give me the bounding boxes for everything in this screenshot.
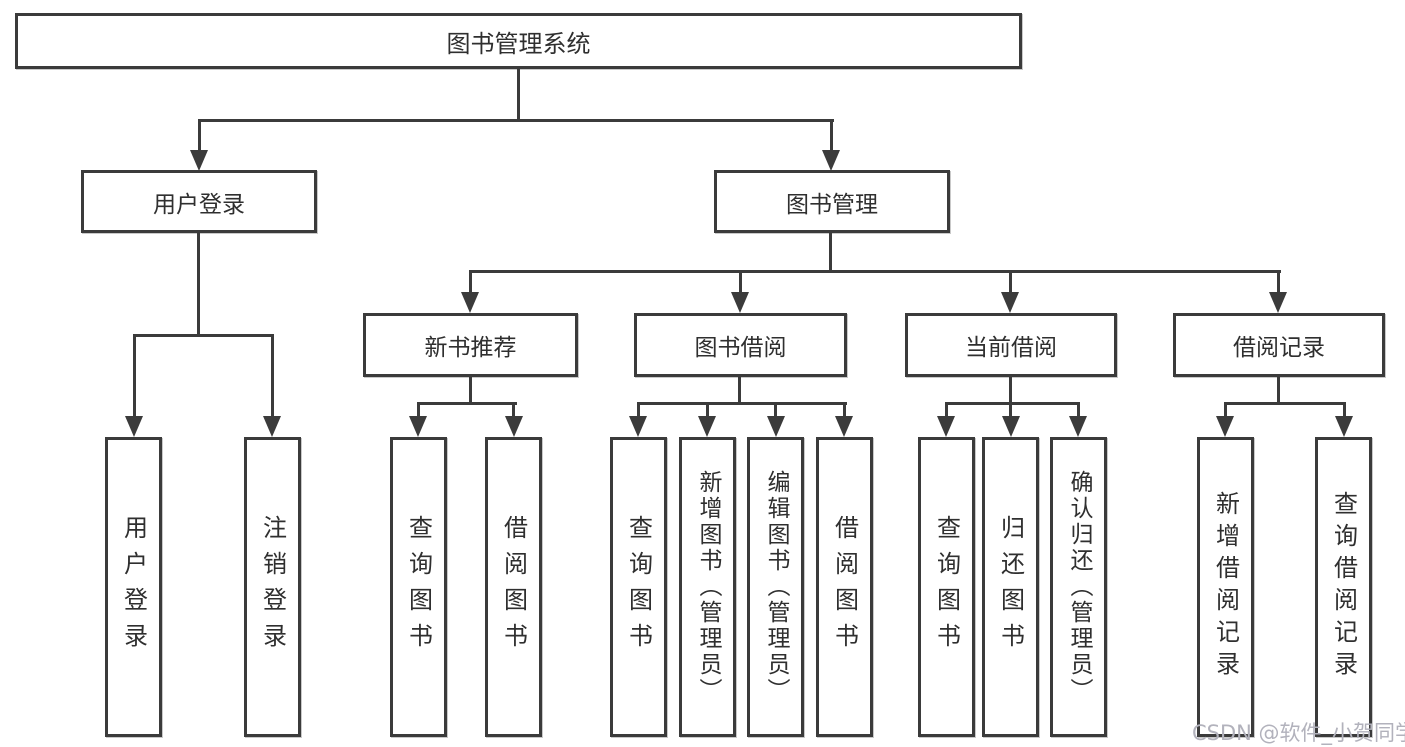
node-label: 借阅图书 bbox=[499, 515, 528, 659]
arrowhead-down-icon bbox=[698, 416, 716, 437]
connector-line bbox=[1277, 377, 1280, 404]
arrowhead-down-icon bbox=[1001, 292, 1019, 313]
node-label: 当前借阅 bbox=[965, 335, 1057, 361]
connector-line bbox=[512, 405, 515, 418]
node-label: 归还图书 bbox=[996, 515, 1025, 659]
connector-line bbox=[197, 233, 200, 337]
arrowhead-down-icon bbox=[731, 292, 749, 313]
connector-line bbox=[637, 402, 847, 405]
leaf-borrow-books-1: 借阅图书 bbox=[485, 437, 542, 737]
arrowhead-down-icon bbox=[1269, 292, 1287, 313]
arrowhead-down-icon bbox=[461, 292, 479, 313]
connector-line bbox=[198, 119, 834, 122]
connector-line bbox=[417, 405, 420, 418]
arrowhead-down-icon bbox=[822, 150, 840, 171]
node-borrowing-records: 借阅记录 bbox=[1173, 313, 1385, 377]
node-label: 图书管理系统 bbox=[446, 29, 591, 58]
connector-line bbox=[1009, 405, 1012, 418]
node-new-book-recommend: 新书推荐 bbox=[363, 313, 578, 377]
arrowhead-down-icon bbox=[409, 416, 427, 437]
connector-line bbox=[829, 233, 832, 273]
connector-line bbox=[774, 405, 777, 418]
arrowhead-down-icon bbox=[1002, 416, 1020, 437]
connector-line bbox=[637, 405, 640, 418]
arrowhead-down-icon bbox=[190, 150, 208, 171]
connector-line bbox=[469, 273, 472, 293]
node-book-management: 图书管理 bbox=[714, 170, 950, 233]
leaf-add-books-admin: 新增图书（管理员） bbox=[679, 437, 736, 737]
node-root-library-system: 图书管理系统 bbox=[15, 13, 1022, 69]
connector-line bbox=[469, 270, 1281, 273]
connector-line bbox=[706, 405, 709, 418]
node-label: 新增借阅记录 bbox=[1211, 491, 1240, 683]
arrowhead-down-icon bbox=[125, 416, 143, 437]
node-label: 编辑图书（管理员） bbox=[763, 470, 789, 704]
connector-line bbox=[843, 405, 846, 418]
leaf-query-books-3: 查询图书 bbox=[918, 437, 975, 737]
leaf-add-borrow-record: 新增借阅记录 bbox=[1197, 437, 1254, 737]
connector-line bbox=[1224, 402, 1346, 405]
connector-line bbox=[1343, 405, 1346, 418]
arrowhead-down-icon bbox=[505, 416, 523, 437]
node-label: 用户登录 bbox=[153, 191, 245, 218]
leaf-query-books-1: 查询图书 bbox=[390, 437, 447, 737]
connector-line bbox=[133, 337, 136, 417]
connector-line bbox=[517, 69, 520, 119]
node-label: 查询借阅记录 bbox=[1329, 491, 1358, 683]
node-book-borrowing: 图书借阅 bbox=[634, 313, 847, 377]
connector-line bbox=[271, 337, 274, 417]
connector-line bbox=[133, 334, 274, 337]
connector-line bbox=[1224, 405, 1227, 418]
arrowhead-down-icon bbox=[767, 416, 785, 437]
connector-line bbox=[198, 122, 201, 152]
node-label: 新书推荐 bbox=[424, 335, 517, 361]
node-label: 借阅图书 bbox=[830, 515, 859, 659]
connector-line bbox=[1009, 377, 1012, 404]
node-label: 注销登录 bbox=[258, 515, 287, 659]
node-label: 查询图书 bbox=[624, 515, 653, 659]
leaf-user-login: 用户登录 bbox=[105, 437, 162, 737]
node-label: 确认归还（管理员） bbox=[1066, 470, 1092, 704]
node-label: 借阅记录 bbox=[1233, 335, 1325, 361]
arrowhead-down-icon bbox=[1216, 416, 1234, 437]
connector-line bbox=[945, 405, 948, 418]
leaf-borrow-books-2: 借阅图书 bbox=[816, 437, 873, 737]
connector-line bbox=[1277, 273, 1280, 293]
connector-line bbox=[417, 402, 517, 405]
arrowhead-down-icon bbox=[629, 416, 647, 437]
arrowhead-down-icon bbox=[263, 416, 281, 437]
leaf-logout: 注销登录 bbox=[244, 437, 301, 737]
arrowhead-down-icon bbox=[1335, 416, 1353, 437]
node-label: 用户登录 bbox=[119, 515, 148, 659]
arrowhead-down-icon bbox=[1069, 416, 1087, 437]
csdn-watermark: CSDN @软件_小贺同学 bbox=[1192, 721, 1405, 745]
node-label: 查询图书 bbox=[404, 515, 433, 659]
leaf-query-books-2: 查询图书 bbox=[610, 437, 667, 737]
connector-line bbox=[738, 377, 741, 404]
node-user-login: 用户登录 bbox=[81, 170, 317, 233]
leaf-return-books: 归还图书 bbox=[982, 437, 1039, 737]
leaf-confirm-return-admin: 确认归还（管理员） bbox=[1050, 437, 1107, 737]
connector-line bbox=[739, 273, 742, 293]
node-label: 查询图书 bbox=[932, 515, 961, 659]
arrowhead-down-icon bbox=[835, 416, 853, 437]
node-label: 图书管理 bbox=[786, 191, 878, 218]
connector-line bbox=[469, 377, 472, 404]
connector-line bbox=[830, 122, 833, 152]
leaf-edit-books-admin: 编辑图书（管理员） bbox=[747, 437, 804, 737]
leaf-query-borrow-record: 查询借阅记录 bbox=[1315, 437, 1372, 737]
arrowhead-down-icon bbox=[937, 416, 955, 437]
connector-line bbox=[945, 402, 1080, 405]
node-current-borrowing: 当前借阅 bbox=[905, 313, 1117, 377]
node-label: 图书借阅 bbox=[694, 335, 787, 361]
connector-line bbox=[1077, 405, 1080, 418]
node-label: 新增图书（管理员） bbox=[695, 470, 721, 704]
connector-line bbox=[1009, 273, 1012, 293]
